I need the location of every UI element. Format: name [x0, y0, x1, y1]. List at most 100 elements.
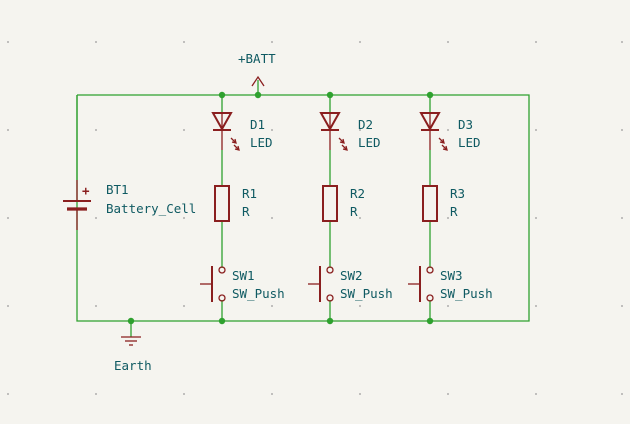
- resistor-ref: R3: [450, 186, 465, 201]
- grid-dot: [359, 305, 361, 307]
- resistor-ref: R2: [350, 186, 365, 201]
- led-emission-arrow-1-1: [230, 137, 237, 144]
- grid-dot: [95, 305, 97, 307]
- resistor-1[interactable]: R1R: [214, 185, 257, 222]
- grid-dot: [183, 129, 185, 131]
- grid-dot: [621, 217, 623, 219]
- switch-ref: SW2: [340, 268, 363, 283]
- led-emission-arrow-1-3: [438, 137, 445, 144]
- grid-dot: [7, 217, 9, 219]
- grid-dot: [535, 393, 537, 395]
- grid-dot: [621, 393, 623, 395]
- led-triangle-icon-3: [419, 112, 441, 132]
- switch-value: SW_Push: [232, 286, 285, 301]
- led-triangle-icon-2: [319, 112, 341, 132]
- resistor-value: R: [242, 204, 250, 219]
- switch-value: SW_Push: [340, 286, 393, 301]
- led-value: LED: [358, 135, 381, 150]
- led-emission-arrow-2-2: [341, 144, 348, 151]
- led-ref: D1: [250, 117, 265, 132]
- grid-dot: [447, 41, 449, 43]
- grid-dot: [359, 41, 361, 43]
- battery-ref: BT1: [106, 182, 129, 197]
- grid-dot: [359, 129, 361, 131]
- grid-dot: [447, 393, 449, 395]
- grid-dot: [183, 305, 185, 307]
- resistor-body-icon-3: [422, 185, 438, 222]
- switch-contact-top-2: [326, 266, 334, 274]
- switch-contact-bottom-2: [326, 294, 334, 302]
- resistor-2[interactable]: R2R: [322, 185, 365, 222]
- resistor-value: R: [450, 204, 458, 219]
- junction-dot: [326, 317, 334, 325]
- power-label: +BATT: [238, 51, 276, 66]
- power-flag[interactable]: +BATT: [238, 51, 276, 87]
- resistor-body-icon-1: [214, 185, 230, 222]
- power-arrow-icon: [251, 75, 265, 87]
- grid-dot: [447, 217, 449, 219]
- switch-value: SW_Push: [440, 286, 493, 301]
- junction-dot: [426, 317, 434, 325]
- battery-value: Battery_Cell: [106, 201, 196, 216]
- grid-dot: [183, 41, 185, 43]
- grid-dot: [621, 41, 623, 43]
- resistor-3[interactable]: R3R: [422, 185, 465, 222]
- switch-ref: SW1: [232, 268, 255, 283]
- grid-dot: [359, 393, 361, 395]
- earth-ground[interactable]: Earth: [114, 336, 152, 373]
- junction-dot: [127, 317, 135, 325]
- grid-dot: [7, 41, 9, 43]
- led-value: LED: [250, 135, 273, 150]
- resistor-value: R: [350, 204, 358, 219]
- junction-dot: [326, 91, 334, 99]
- switch-contact-top-3: [426, 266, 434, 274]
- grid-dot: [447, 129, 449, 131]
- switch-ref: SW3: [440, 268, 463, 283]
- switch-contact-bottom-1: [218, 294, 226, 302]
- grid-dot: [95, 41, 97, 43]
- outer-loop-wire: [76, 94, 530, 322]
- grid-dot: [271, 41, 273, 43]
- grid-dot: [95, 393, 97, 395]
- grid-dot: [95, 217, 97, 219]
- grid-dot: [7, 305, 9, 307]
- grid-dot: [271, 393, 273, 395]
- grid-dot: [535, 305, 537, 307]
- grid-dot: [271, 129, 273, 131]
- grid-dot: [7, 129, 9, 131]
- grid-dot: [183, 217, 185, 219]
- junction-dot: [254, 91, 262, 99]
- led-ref: D3: [458, 117, 473, 132]
- grid-dot: [535, 41, 537, 43]
- battery-plus-sign: +: [82, 183, 90, 198]
- resistor-body-icon-2: [322, 185, 338, 222]
- resistor-ref: R1: [242, 186, 257, 201]
- battery-cell[interactable]: + BT1 Battery_Cell: [63, 180, 196, 230]
- led-triangle-icon-1: [211, 112, 233, 132]
- led-emission-arrow-2-1: [233, 144, 240, 151]
- led-ref: D2: [358, 117, 373, 132]
- ground-label: Earth: [114, 358, 152, 373]
- grid-dot: [621, 305, 623, 307]
- led-value: LED: [458, 135, 481, 150]
- led-emission-arrow-2-3: [441, 144, 448, 151]
- junction-dot: [218, 317, 226, 325]
- junction-dot: [426, 91, 434, 99]
- grid-dot: [271, 217, 273, 219]
- grid-dot: [359, 217, 361, 219]
- grid-dots: [7, 41, 623, 395]
- junction-dot: [218, 91, 226, 99]
- switch-contact-top-1: [218, 266, 226, 274]
- grid-dot: [621, 129, 623, 131]
- switch-contact-bottom-3: [426, 294, 434, 302]
